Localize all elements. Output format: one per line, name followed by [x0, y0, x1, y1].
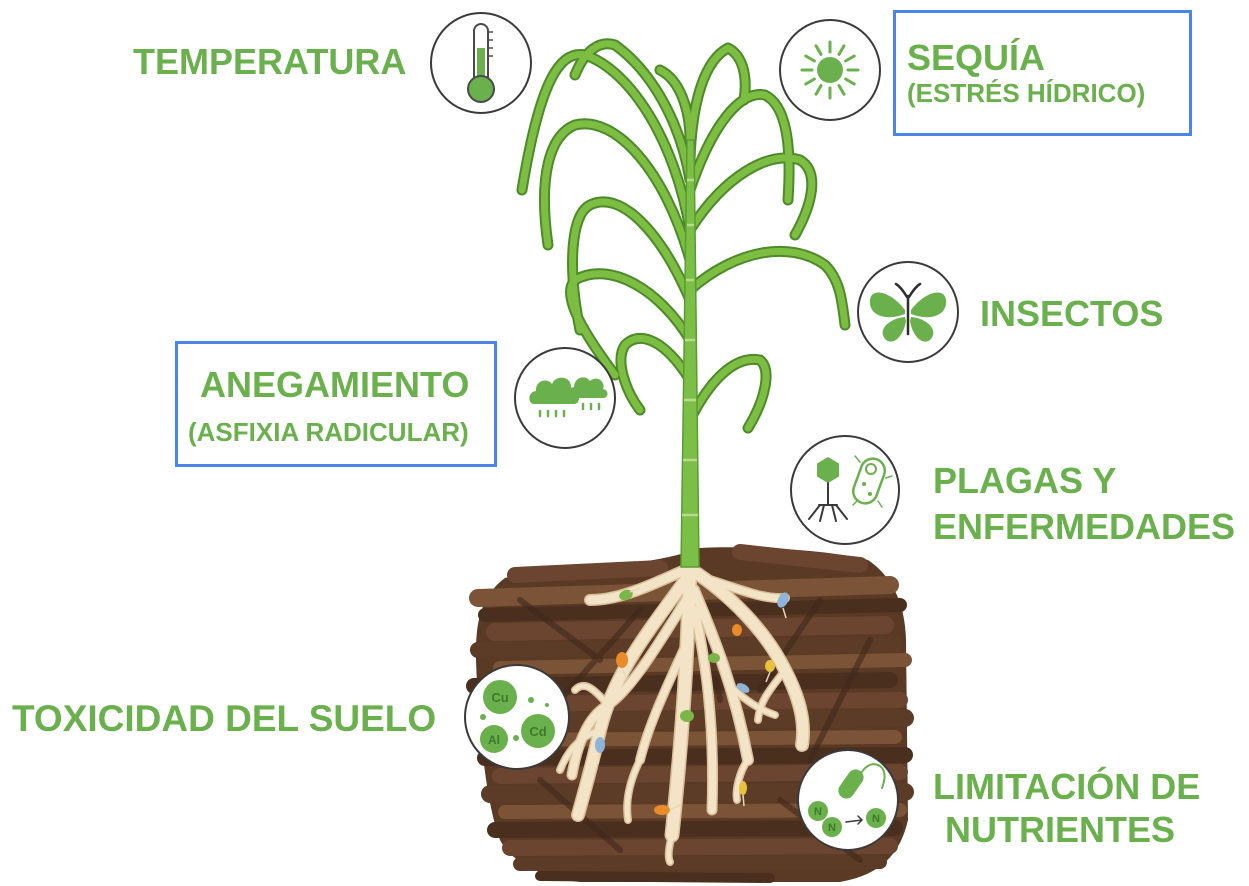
soil-stroke — [513, 855, 887, 871]
highlight-box-sequia: SEQUÍA (ESTRÉS HÍDRICO) — [893, 10, 1192, 136]
root — [557, 667, 788, 865]
metal-dot — [513, 735, 519, 741]
soil-stroke — [507, 560, 668, 583]
cloud-left — [529, 377, 580, 404]
root — [689, 571, 789, 602]
bacterium — [838, 769, 864, 799]
leaf — [690, 251, 845, 325]
soil-stroke — [732, 544, 868, 573]
bacteria-nucleus — [865, 463, 877, 475]
metal-particle — [480, 725, 508, 753]
microbe — [680, 710, 694, 722]
soil-metals-icon: Cu Al Cd — [464, 664, 570, 770]
conversion-arrow — [845, 815, 864, 825]
metal-particle — [521, 714, 555, 748]
roots — [556, 557, 810, 866]
bacterium-flagellum — [860, 763, 886, 789]
thermometer-column — [477, 48, 485, 84]
stem-nodes — [682, 178, 698, 517]
root — [686, 564, 809, 751]
label-limitacion-line2: NUTRIENTES — [945, 809, 1176, 850]
rain-cloud-icon — [514, 347, 616, 449]
label-insectos: INSECTOS — [980, 293, 1164, 334]
root — [572, 569, 695, 821]
sun-rays — [800, 40, 860, 100]
root — [636, 636, 692, 764]
microbe — [732, 624, 742, 636]
label-plagas-line1: PLAGAS Y — [933, 460, 1117, 501]
label-sequia-title: SEQUÍA — [907, 37, 1046, 78]
label-temperatura: TEMPERATURA — [133, 41, 407, 82]
nitrogen-label: N — [828, 822, 836, 834]
root — [585, 563, 695, 605]
thermometer-icon — [430, 12, 532, 114]
thermometer-ticks — [488, 31, 493, 57]
nitrogen-atom — [866, 808, 886, 828]
microbe — [708, 653, 720, 663]
element-label-al: Al — [488, 733, 500, 747]
element-label-cu: Cu — [491, 690, 508, 705]
nitrogen-atom — [808, 801, 828, 821]
label-anegamiento-title: ANEGAMIENTO — [200, 364, 470, 405]
metal-particle — [483, 680, 517, 714]
bacteria-capsule — [851, 457, 887, 505]
bacteria-pili — [852, 455, 893, 508]
metal-dot — [480, 714, 486, 720]
nitrogen-label: N — [872, 813, 880, 825]
label-anegamiento-subtitle: (ASFIXIA RADICULAR) — [188, 417, 469, 447]
metal-dot — [528, 697, 534, 703]
bacteria-granule — [862, 482, 866, 486]
sun-icon — [779, 19, 881, 121]
soil-microbes — [595, 587, 789, 815]
leaf — [690, 359, 766, 428]
root — [689, 585, 753, 765]
sun-core — [817, 57, 843, 83]
butterfly-wings — [869, 292, 947, 342]
label-limitacion-line1: LIMITACIÓN DE — [933, 766, 1201, 807]
root — [691, 606, 717, 814]
virus-bacteria-icon — [790, 435, 900, 545]
microbe — [777, 592, 789, 608]
metal-dot — [545, 703, 549, 707]
nitrogen-bacteria-icon: N N N — [797, 749, 899, 851]
microbe — [739, 781, 747, 795]
label-sequia-subtitle: (ESTRÉS HÍDRICO) — [907, 78, 1146, 108]
nitrogen-atom — [822, 817, 842, 837]
nitrogen-label: N — [814, 806, 822, 818]
highlight-box-anegamiento: ANEGAMIENTO (ASFIXIA RADICULAR) — [175, 341, 497, 467]
microbe — [616, 652, 628, 668]
soil-stroke — [535, 871, 775, 883]
microbe — [595, 737, 605, 753]
bacteria-granule — [868, 492, 872, 496]
label-toxicidad: TOXICIDAD DEL SUELO — [12, 698, 437, 739]
label-plagas-line2: ENFERMEDADES — [933, 506, 1236, 547]
microbe-tail — [597, 587, 787, 811]
microbe — [619, 589, 633, 601]
butterfly-icon — [857, 261, 959, 363]
soil-stroke — [502, 838, 898, 856]
root — [666, 559, 696, 841]
cloud-right — [568, 377, 608, 398]
phage-head — [817, 457, 839, 483]
icon-ring — [790, 435, 900, 545]
thermometer-bulb — [467, 75, 495, 103]
rain-drops — [538, 402, 601, 418]
microbe — [736, 683, 750, 693]
icon-ring — [797, 749, 899, 851]
phage-tail — [808, 482, 848, 522]
microbe — [654, 805, 670, 815]
microbe — [765, 660, 775, 672]
stem — [680, 139, 700, 568]
element-label-cd: Cd — [529, 724, 546, 739]
butterfly-body — [894, 282, 922, 336]
